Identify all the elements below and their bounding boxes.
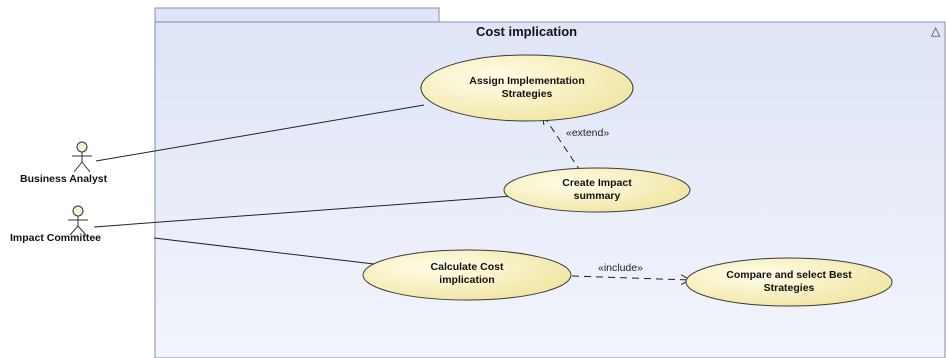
subject-title: Cost implication — [476, 24, 578, 39]
actor-business-analyst-figure[interactable] — [72, 141, 92, 173]
usecase-create-label: Create Impact summary — [517, 176, 677, 204]
usecase-assign-line-1: Assign Implementation — [469, 75, 585, 87]
usecase-create-line-1: Create Impact — [562, 177, 632, 189]
usecase-create-line-2: summary — [573, 190, 621, 202]
association-ic-create[interactable] — [93, 195, 513, 228]
extend-stereotype-label: «extend» — [566, 127, 610, 139]
usecase-assign-ellipse[interactable] — [420, 54, 634, 122]
usecase-calculate-ellipse[interactable] — [362, 249, 572, 301]
include-stereotype-label: «include» — [598, 262, 643, 274]
actor-business-analyst-label: Business Analyst — [20, 173, 108, 185]
usecase-calculate-label: Calculate Cost implication — [382, 260, 552, 288]
collapse-icon[interactable]: △ — [931, 24, 941, 38]
usecase-compare-line-1: Compare and select Best — [726, 269, 852, 281]
usecase-create-ellipse[interactable] — [503, 167, 691, 213]
usecase-compare-line-2: Strategies — [763, 282, 815, 294]
association-ba-assign[interactable] — [95, 104, 425, 162]
usecase-assign-label: Assign Implementation Strategies — [441, 74, 613, 102]
usecase-assign-line-2: Strategies — [501, 88, 553, 100]
usecase-calculate-line-1: Calculate Cost — [430, 261, 504, 273]
include-relation-line[interactable] — [571, 276, 690, 280]
usecase-compare-ellipse[interactable] — [685, 257, 893, 307]
actor-impact-committee-label: Impact Committee — [10, 232, 102, 244]
usecase-compare-label: Compare and select Best Strategies — [699, 268, 879, 296]
actor-impact-committee-figure[interactable] — [68, 205, 88, 236]
association-ic-calculate[interactable] — [153, 237, 375, 265]
usecase-calculate-line-2: implication — [439, 274, 495, 286]
